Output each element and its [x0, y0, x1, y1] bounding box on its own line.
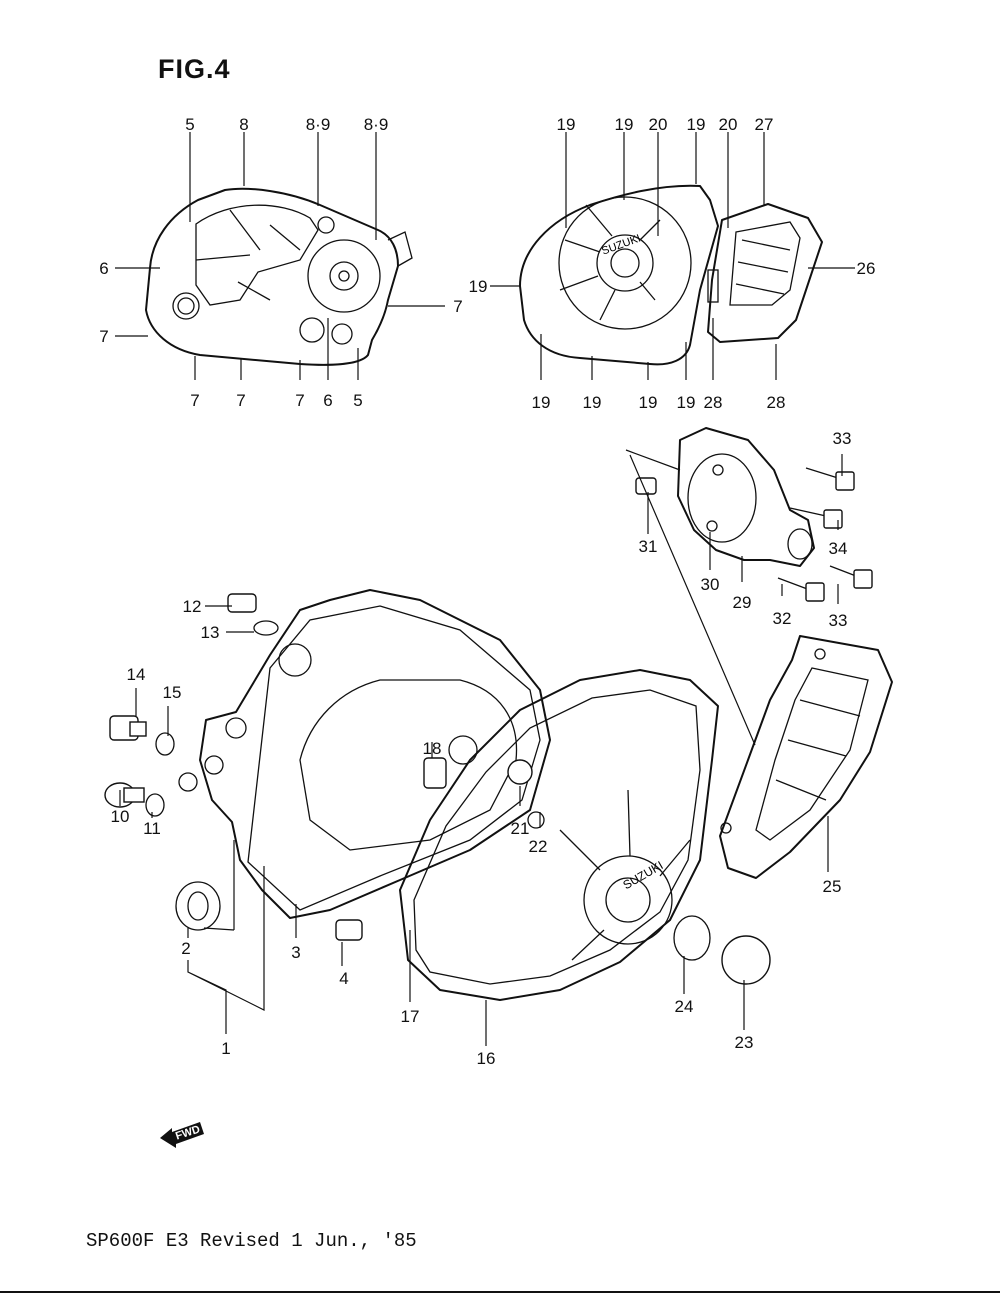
callout-label: 5 [353, 391, 362, 410]
drain-bolts [104, 593, 279, 817]
callout-label: 25 [823, 877, 842, 896]
callout-label: 15 [163, 683, 182, 702]
callout-label: 20 [649, 115, 668, 134]
callout-label: 7 [190, 391, 199, 410]
callout-label: 5 [185, 115, 194, 134]
callout-label: 8·9 [306, 115, 331, 134]
right-cover-plate [719, 635, 893, 879]
callout-label: 19 [583, 393, 602, 412]
callout-label: 10 [111, 807, 130, 826]
callout-labels: 5 8 8·9 8·9 6 7 7 7 7 7 6 5 19 19 20 19 … [99, 115, 875, 1068]
callout-label: 20 [719, 115, 738, 134]
callout-label: 33 [833, 429, 852, 448]
upper-right-plate [707, 203, 823, 343]
callout-label: 3 [291, 943, 300, 962]
callout-label: 11 [143, 819, 161, 838]
pump-bolts [777, 467, 873, 602]
callout-label: 19 [677, 393, 696, 412]
revision-footer: SP600F E3 Revised 1 Jun., '85 [86, 1230, 417, 1252]
callout-label: 31 [639, 537, 658, 556]
callout-label: 19 [687, 115, 706, 134]
upper-middle-cover-gasket: SUZUKI [519, 184, 719, 366]
callout-label: 8 [239, 115, 248, 134]
callout-label: 19 [557, 115, 576, 134]
callout-label: 33 [829, 611, 848, 630]
callout-label: 34 [829, 539, 848, 558]
callout-label: 6 [99, 259, 108, 278]
callout-label: 12 [183, 597, 202, 616]
callout-label: 27 [755, 115, 774, 134]
callout-label: 22 [529, 837, 548, 856]
figure-title: FIG.4 [158, 54, 231, 84]
leader-lines [115, 132, 855, 1046]
callout-label: 30 [701, 575, 720, 594]
forward-arrow-icon: FWD [160, 1122, 204, 1148]
callout-label: 23 [735, 1033, 754, 1052]
callout-label: 28 [704, 393, 723, 412]
callout-label: 7 [453, 297, 462, 316]
callout-label: 19 [639, 393, 658, 412]
callout-label: 8·9 [364, 115, 389, 134]
upper-left-cover-gasket [145, 187, 413, 366]
callout-label: 29 [733, 593, 752, 612]
pump-housing [635, 427, 815, 567]
callout-label: 7 [99, 327, 108, 346]
callout-label: 6 [323, 391, 332, 410]
callout-label: 32 [773, 609, 792, 628]
callout-label: 7 [236, 391, 245, 410]
callout-label: 14 [127, 665, 146, 684]
crankcase-cover [175, 589, 551, 941]
callout-label: 24 [675, 997, 694, 1016]
callout-label: 19 [532, 393, 551, 412]
callout-label: 7 [295, 391, 304, 410]
svg-text:SUZUKI: SUZUKI [620, 858, 665, 892]
callout-label: 19 [615, 115, 634, 134]
callout-label: 13 [201, 623, 220, 642]
callout-label: 2 [181, 939, 190, 958]
callout-label: 18 [423, 739, 442, 758]
outer-cover: SUZUKI [399, 669, 771, 1001]
callout-label: 19 [469, 277, 488, 296]
callout-label: 4 [339, 969, 348, 988]
callout-label: 26 [857, 259, 876, 278]
callout-label: 1 [221, 1039, 230, 1058]
callout-label: 21 [511, 819, 530, 838]
callout-label: 16 [477, 1049, 496, 1068]
callout-label: 28 [767, 393, 786, 412]
callout-label: 17 [401, 1007, 420, 1026]
